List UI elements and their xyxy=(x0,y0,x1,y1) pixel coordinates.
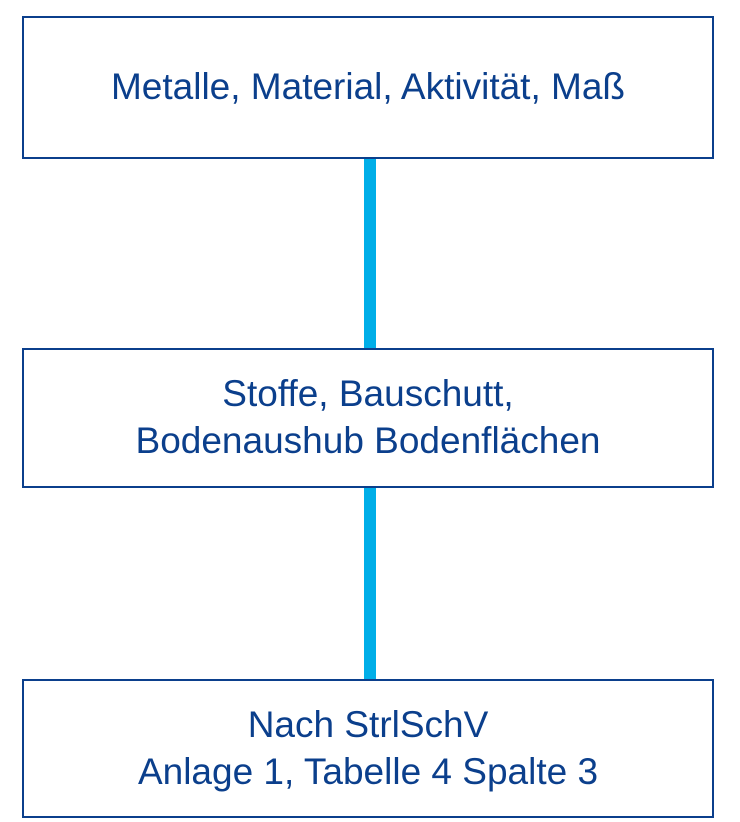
connector-1-2 xyxy=(364,159,376,348)
node-stoffe-text-line-1: Stoffe, Bauschutt, xyxy=(222,373,514,415)
node-strlschv-text-line-2: Anlage 1, Tabelle 4 Spalte 3 xyxy=(137,750,599,792)
node-stoffe-text-line-2: Bodenaushub Bodenflächen xyxy=(135,420,601,461)
node-strlschv-text-line-1: Nach StrlSchV xyxy=(247,703,489,745)
node-metalle-text: Metalle, Material, Aktivität, Maß xyxy=(110,66,626,107)
node-strlschv: Nach StrlSchV Anlage 1, Tabelle 4 Spalte… xyxy=(22,679,714,818)
node-stoffe: Stoffe, Bauschutt, Bodenaushub Bodenfläc… xyxy=(22,348,714,488)
node-metalle: Metalle, Material, Aktivität, Maß xyxy=(22,16,714,159)
connector-2-3 xyxy=(364,488,376,679)
